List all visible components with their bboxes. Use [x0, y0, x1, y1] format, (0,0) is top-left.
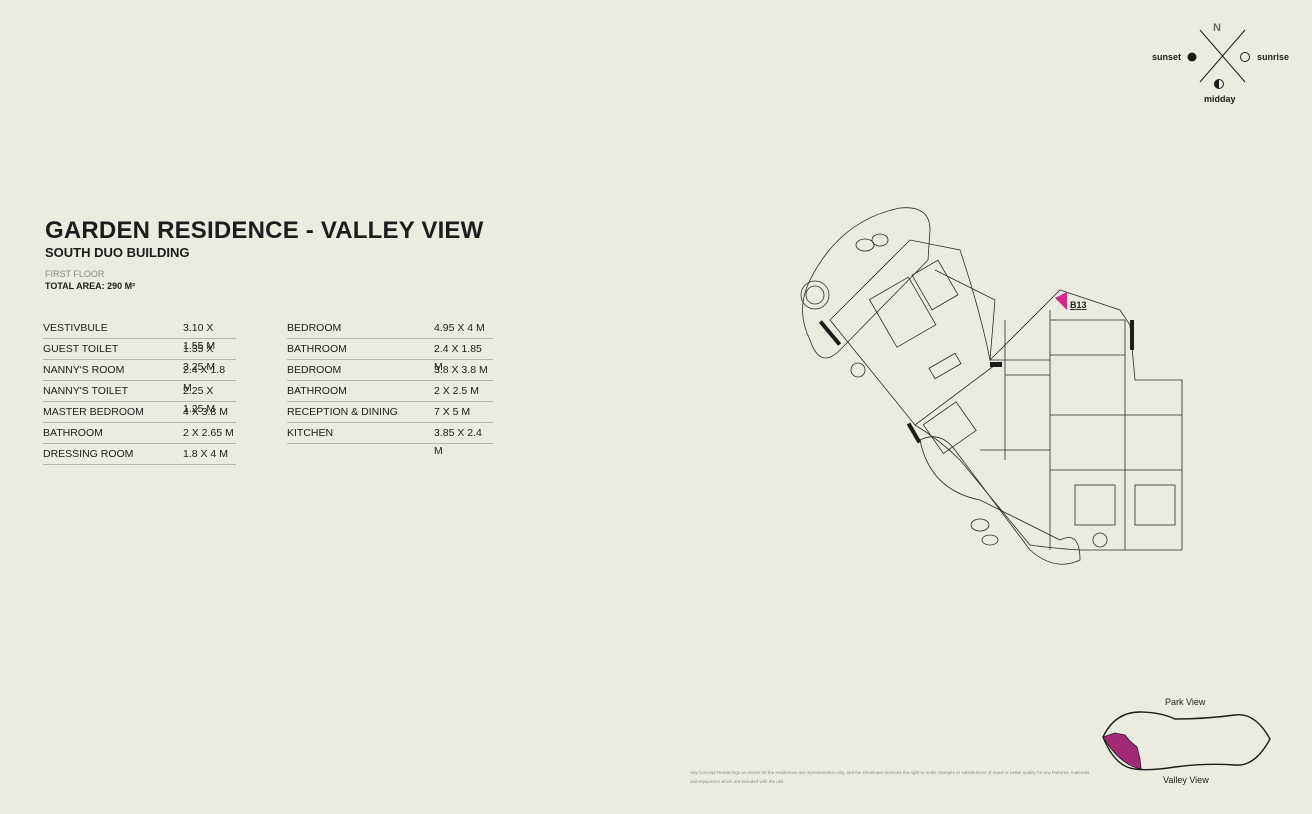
room-dimensions: 2 X 2.65 M [183, 427, 234, 439]
room-dimensions: 2.4 X 1.85 M [434, 343, 482, 373]
room-name: DRESSING ROOM [43, 448, 134, 460]
compass: N sunset sunrise midday [1150, 20, 1300, 110]
room-name: BATHROOM [43, 427, 103, 439]
room-name: MASTER BEDROOM [43, 406, 144, 418]
room-row: MASTER BEDROOM 4 X 3.8 M [43, 403, 236, 423]
compass-north: N [1213, 22, 1221, 34]
room-row: KITCHEN 3.85 X 2.4 M [287, 424, 493, 457]
minimap-bottom-label: Valley View [1163, 775, 1209, 785]
compass-icon [1187, 29, 1250, 89]
location-minimap: Park View Valley View [1095, 695, 1275, 790]
room-row: NANNY'S ROOM 2.4 X 1.8 M [43, 361, 236, 394]
floor-plan-drawing: B13 [800, 207, 1183, 565]
room-dimensions: 2.4 X 1.8 M [183, 364, 226, 394]
room-name: BATHROOM [287, 343, 347, 355]
minimap-shape-icon [1102, 711, 1271, 771]
room-list-left: VESTIVBULE 3.10 X 1.55 M GUEST TOILET 1.35 … [43, 319, 236, 466]
room-row: BEDROOM 4.95 X 4 M [287, 319, 493, 339]
room-row: BEDROOM 3.8 X 3.8 M [287, 361, 493, 381]
room-dimensions: 1.35 X 3.25 M [183, 343, 216, 373]
room-name: GUEST TOILET [43, 343, 119, 355]
room-dimensions: 2 X 2.5 M [434, 385, 479, 397]
room-row: BATHROOM 2.4 X 1.85 M [287, 340, 493, 373]
room-row: VESTIVBULE 3.10 X 1.55 M [43, 319, 236, 352]
total-area: TOTAL AREA: 290 M² [45, 281, 136, 291]
compass-west: sunset [1152, 52, 1182, 62]
room-row: BATHROOM 2 X 2.5 M [287, 382, 493, 402]
unit-tag: B13 [1070, 300, 1087, 310]
room-dimensions: 4 X 3.8 M [183, 406, 228, 418]
room-dimensions: 3.85 X 2.4 M [434, 427, 482, 457]
room-name: NANNY'S TOILET [43, 385, 129, 397]
room-name: BEDROOM [287, 364, 342, 376]
disclaimer: Any Concept Renderings as shown for the … [690, 770, 1090, 784]
room-row: GUEST TOILET 1.35 X 3.25 M [43, 340, 236, 373]
room-name: BEDROOM [287, 322, 342, 334]
compass-east: sunrise [1257, 52, 1290, 62]
compass-south: midday [1204, 94, 1236, 104]
room-dimensions: 3.8 X 3.8 M [434, 364, 488, 376]
room-name: RECEPTION & DINING [287, 406, 398, 418]
page-subtitle: SOUTH DUO BUILDING [45, 245, 190, 260]
sunrise-icon [1240, 52, 1250, 62]
floor-plan: B13 [780, 200, 1200, 580]
sunset-icon [1187, 52, 1197, 62]
room-dimensions: 3.10 X 1.55 M [183, 322, 216, 352]
room-dimensions: 2.25 X 1.25 M [183, 385, 216, 415]
unit-marker-icon [1055, 292, 1067, 310]
room-name: KITCHEN [287, 427, 334, 439]
floor-label: FIRST FLOOR [45, 269, 105, 279]
page-title: GARDEN RESIDENCE - VALLEY VIEW [45, 217, 484, 244]
room-dimensions: 4.95 X 4 M [434, 322, 485, 334]
room-name: BATHROOM [287, 385, 347, 397]
room-name: NANNY'S ROOM [43, 364, 125, 376]
title-block: GARDEN RESIDENCE - VALLEY VIEW SOUTH DUO… [45, 218, 484, 260]
room-dimensions: 1.8 X 4 M [183, 448, 228, 460]
room-row: BATHROOM 2 X 2.65 M [43, 424, 236, 444]
minimap-top-label: Park View [1165, 697, 1206, 707]
room-row: RECEPTION & DINING 7 X 5 M [287, 403, 493, 423]
room-row: DRESSING ROOM 1.8 X 4 M [43, 445, 236, 465]
room-dimensions: 7 X 5 M [434, 406, 471, 418]
room-row: NANNY'S TOILET 2.25 X 1.25 M [43, 382, 236, 415]
room-name: VESTIVBULE [43, 322, 108, 334]
